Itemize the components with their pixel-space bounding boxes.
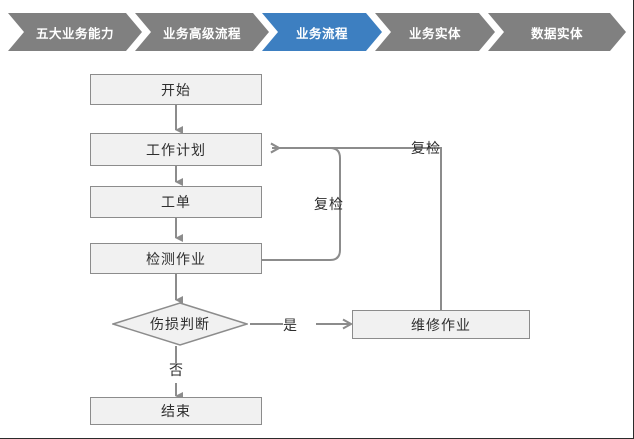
node-repair-label: 维修作业 — [411, 316, 471, 333]
breadcrumb-step-4-label: 业务实体 — [408, 26, 461, 41]
node-end[interactable]: 结束 — [90, 397, 262, 425]
breadcrumb: 五大业务能力 业务高级流程 业务流程 业务实体 数据实体 — [0, 13, 633, 51]
node-work-plan-label: 工作计划 — [146, 141, 206, 158]
breadcrumb-step-3[interactable]: 业务流程 — [262, 13, 382, 51]
node-work-order[interactable]: 工单 — [90, 186, 262, 218]
node-start[interactable]: 开始 — [90, 74, 262, 105]
chevron-shape-icon — [135, 13, 269, 51]
edge-label-yes: 是 — [283, 317, 298, 333]
node-end-label: 结束 — [161, 403, 191, 419]
node-decision[interactable]: 伤损判断 — [112, 302, 248, 346]
node-decision-label: 伤损判断 — [150, 316, 210, 332]
breadcrumb-step-1[interactable]: 五大业务能力 — [8, 13, 142, 51]
chevron-shape-icon — [8, 13, 142, 51]
node-work-plan[interactable]: 工作计划 — [90, 133, 262, 166]
breadcrumb-step-2-label: 业务高级流程 — [162, 26, 241, 41]
node-work-order-label: 工单 — [161, 194, 191, 210]
breadcrumb-step-2[interactable]: 业务高级流程 — [135, 13, 269, 51]
edge-recheck-outer — [272, 148, 442, 311]
node-start-label: 开始 — [161, 81, 191, 98]
edge-label-recheck-inner: 复检 — [314, 196, 344, 212]
breadcrumb-step-1-label: 五大业务能力 — [35, 26, 114, 41]
breadcrumb-step-4[interactable]: 业务实体 — [375, 13, 495, 51]
edge-label-no: 否 — [169, 362, 184, 378]
chevron-shape-icon — [488, 13, 626, 51]
diamond-shape-icon — [112, 302, 248, 346]
chevron-shape-icon — [262, 13, 382, 51]
node-repair[interactable]: 维修作业 — [352, 310, 530, 339]
node-inspection-label: 检测作业 — [146, 250, 206, 267]
node-inspection[interactable]: 检测作业 — [90, 243, 262, 274]
breadcrumb-step-3-label: 业务流程 — [295, 26, 348, 41]
breadcrumb-step-5-label: 数据实体 — [530, 26, 583, 41]
edge-label-recheck-outer: 复检 — [411, 140, 441, 156]
breadcrumb-step-5[interactable]: 数据实体 — [488, 13, 626, 51]
chevron-shape-icon — [375, 13, 495, 51]
